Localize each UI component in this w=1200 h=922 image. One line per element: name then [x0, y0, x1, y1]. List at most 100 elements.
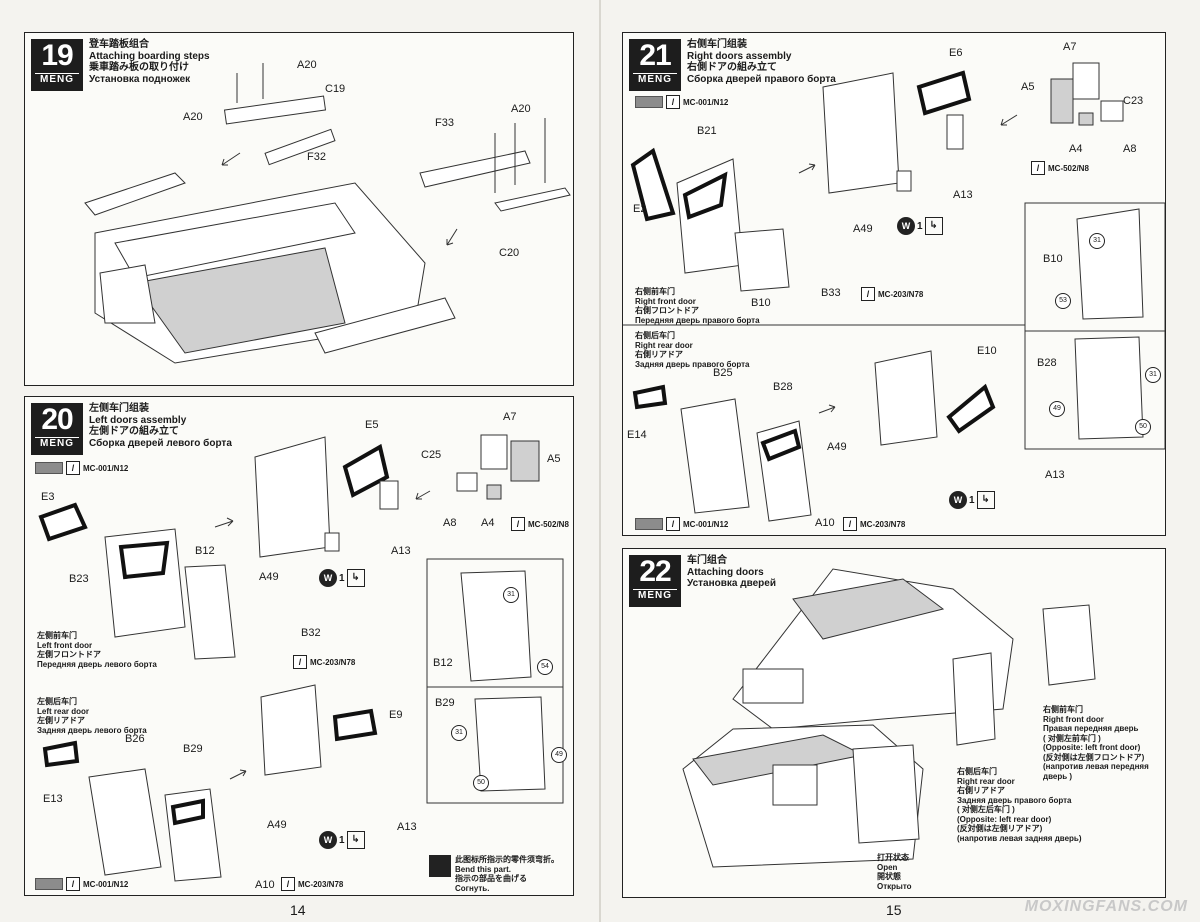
part-label: A49 [827, 441, 847, 453]
step-20-panel: 20 MENG 左侧车门组装 Left doors assembly 左側ドアの… [24, 396, 574, 896]
title-zh: 车门组合 [687, 555, 727, 566]
paint-code: MC-001/N12 [83, 463, 129, 473]
ref-circle: 53 [1055, 293, 1071, 309]
part-label: A8 [443, 517, 457, 529]
w-icon: W [319, 831, 337, 849]
title-ru: Сборка дверей правого борта [687, 73, 836, 85]
part-label: F32 [307, 151, 326, 163]
paint-code: MC-203/N78 [878, 289, 924, 299]
bend-jp: 指示の部品を曲げる [455, 874, 527, 883]
part-label: A4 [481, 517, 495, 529]
bend-icon: ↳ [976, 491, 995, 509]
bend-ru: Согнуть. [455, 883, 490, 893]
part-label: A8 [1123, 143, 1137, 155]
part-label: B21 [697, 125, 717, 137]
paint-swatch [635, 518, 663, 530]
caption-ru: Задняя дверь левого борта [37, 725, 147, 735]
page-number-right: 15 [886, 902, 902, 918]
part-label: A7 [1063, 41, 1077, 53]
part-label: A13 [953, 189, 973, 201]
step-19-titles: 登车踏板组合 Attaching boarding steps 乗車踏み板の取り… [89, 39, 210, 85]
ref-circle: 49 [1049, 401, 1065, 417]
title-en: Right doors assembly [687, 50, 792, 62]
title-zh: 左侧车门组装 [89, 403, 149, 414]
step-22-badge: 22 MENG [629, 555, 681, 607]
caption-opp-ru: (напротив левая задняя дверь) [957, 833, 1082, 843]
caption-zh: 左侧前车门 [37, 631, 77, 640]
part-label: A10 [255, 879, 275, 891]
caption-zh: 右侧前车门 [635, 287, 675, 296]
rear-door-caption: 左侧后车门 Left rear door 左側リアドア Задняя дверь… [37, 697, 147, 735]
paint-code: MC-001/N12 [683, 97, 729, 107]
right-front-door-caption: 右侧前车门 Right front door Правая передняя д… [1043, 705, 1165, 781]
brand-logo: MENG [35, 437, 79, 450]
ref-circle: 54 [537, 659, 553, 675]
caption-ru: Передняя дверь левого борта [37, 659, 157, 669]
part-label: B12 [433, 657, 453, 669]
part-label: B33 [821, 287, 841, 299]
paint-callout: / MC-203/N78 [281, 877, 343, 891]
page-divider [599, 0, 601, 922]
caption-en: Left rear door [37, 706, 90, 716]
bend-icon: ↳ [346, 569, 365, 587]
step-number: 21 [639, 39, 671, 72]
bend-zh: 此图标所指示的零件须弯折。 [455, 855, 559, 864]
part-label: A49 [853, 223, 873, 235]
front-door-caption: 右侧前车门 Right front door 右側フロントドア Передняя… [635, 287, 760, 325]
part-label: A13 [391, 545, 411, 557]
paint-callout: / MC-001/N12 [635, 95, 728, 109]
w-icon: W [897, 217, 915, 235]
ref-circle: 31 [451, 725, 467, 741]
caption-ru: Задняя дверь правого борта [957, 795, 1072, 805]
bend-en: Bend this part. [455, 864, 512, 874]
part-label: C23 [1123, 95, 1144, 107]
part-label: E3 [41, 491, 55, 503]
paint-callout: / MC-001/N12 [35, 461, 128, 475]
bend-icon: ↳ [346, 831, 365, 849]
part-label: A13 [397, 821, 417, 833]
step-21-diagram [623, 62, 1165, 522]
caption-jp: 開状態 [877, 872, 901, 881]
step-19-panel: 19 MENG 登车踏板组合 Attaching boarding steps … [24, 32, 574, 386]
part-label: B32 [301, 627, 321, 639]
caption-en: Left front door [37, 640, 93, 650]
step-20-badge: 20 MENG [31, 403, 83, 455]
step-22-panel: 22 MENG 车门组合 Attaching doors Установка д… [622, 548, 1166, 898]
right-rear-door-caption: 右侧后车门 Right rear door 右側リアドア Задняя двер… [957, 767, 1082, 843]
paint-callout: / MC-001/N12 [35, 877, 128, 891]
brush-icon: / [861, 287, 875, 301]
paint-callout: / MC-502/N8 [511, 517, 569, 531]
step-22-titles: 车门组合 Attaching doors Установка дверей [687, 555, 776, 590]
caption-opp-en: (Opposite: left rear door) [957, 814, 1052, 824]
part-label: C19 [325, 83, 346, 95]
brush-icon: / [511, 517, 525, 531]
caption-opp-ru: (напротив левая передняя дверь ) [1043, 762, 1149, 781]
paint-callout: / MC-203/N78 [861, 287, 923, 301]
caption-opp-jp: (反対側は左側リアドア) [957, 824, 1043, 833]
part-label: A49 [259, 571, 279, 583]
step-21-titles: 右侧车门组装 Right doors assembly 右側ドアの組み立て Сб… [687, 39, 836, 85]
paint-callout: / MC-001/N12 [635, 517, 728, 531]
part-label: A10 [815, 517, 835, 529]
paint-callout: / MC-203/N78 [293, 655, 355, 669]
page-number-left: 14 [290, 902, 306, 918]
step-21-panel: 21 MENG 右侧车门组装 Right doors assembly 右側ドア… [622, 32, 1166, 536]
part-label: A7 [503, 411, 517, 423]
paint-swatch [635, 96, 663, 108]
caption-jp: 左側フロントドア [37, 650, 101, 659]
caption-ru: Передняя дверь правого борта [635, 315, 760, 325]
part-label: B10 [751, 297, 771, 309]
caption-en: Right rear door [957, 776, 1015, 786]
w-icon: W [949, 491, 967, 509]
step-19-diagram [84, 63, 571, 364]
caption-en: Right rear door [635, 340, 693, 350]
paint-code: MC-203/N78 [860, 519, 906, 529]
brush-icon: / [1031, 161, 1045, 175]
paint-code: MC-203/N78 [310, 657, 356, 667]
brush-icon: / [66, 877, 80, 891]
step-21-badge: 21 MENG [629, 39, 681, 91]
rear-door-caption: 右侧后车门 Right rear door 右側リアドア Задняя двер… [635, 331, 749, 369]
